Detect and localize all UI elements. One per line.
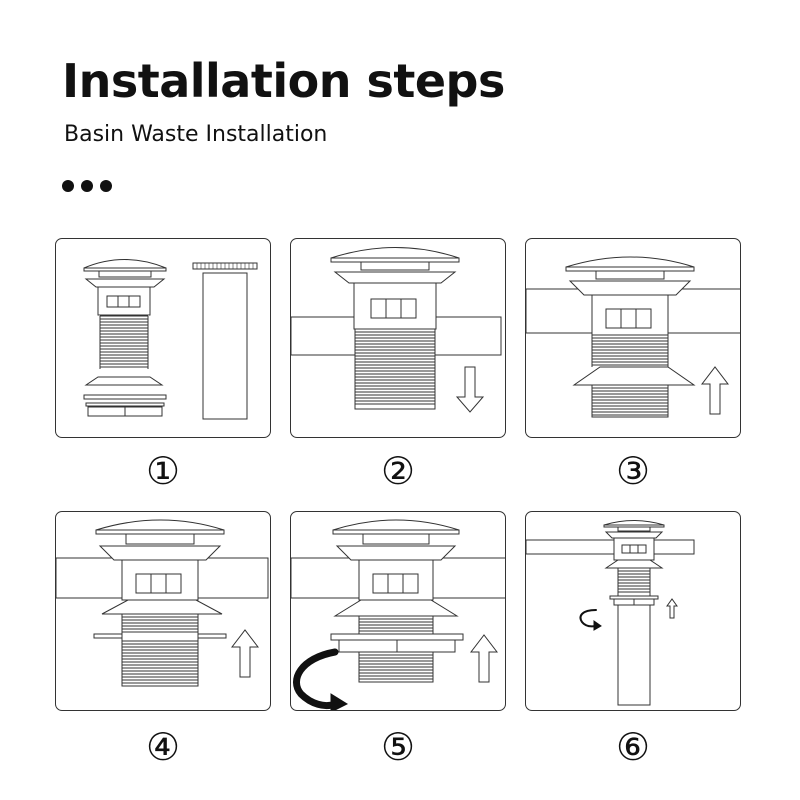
page-title: Installation steps [62, 54, 505, 108]
step-5-number: ⑤ [380, 725, 416, 769]
arrow-up-icon [666, 598, 678, 619]
step-5-panel [290, 511, 506, 711]
step-2-panel [290, 238, 506, 438]
arrow-down-icon [455, 366, 485, 413]
arrow-up-icon [700, 366, 730, 415]
step-4-panel [55, 511, 271, 711]
rotate-arrow-icon [293, 648, 349, 710]
step-6-number: ⑥ [615, 725, 651, 769]
arrow-up-icon [230, 629, 260, 678]
step-2-illustration [291, 247, 502, 413]
step-3-panel [525, 238, 741, 438]
step-4-illustration [56, 519, 269, 687]
step-1-number: ① [145, 449, 181, 493]
step-3-number: ③ [615, 449, 651, 493]
dot-divider [62, 180, 112, 192]
dot [100, 180, 112, 192]
dot [62, 180, 74, 192]
step-1-illustration [83, 259, 258, 420]
step-5-illustration [291, 519, 505, 710]
step-2-number: ② [380, 449, 416, 493]
step-1-panel [55, 238, 271, 438]
dot [81, 180, 93, 192]
page-subtitle: Basin Waste Installation [64, 122, 328, 147]
step-4-number: ④ [145, 725, 181, 769]
step-3-illustration [526, 256, 740, 418]
rotate-arrow-icon [579, 609, 602, 631]
arrow-up-icon [469, 634, 499, 683]
step-6-illustration [526, 520, 695, 706]
step-6-panel [525, 511, 741, 711]
